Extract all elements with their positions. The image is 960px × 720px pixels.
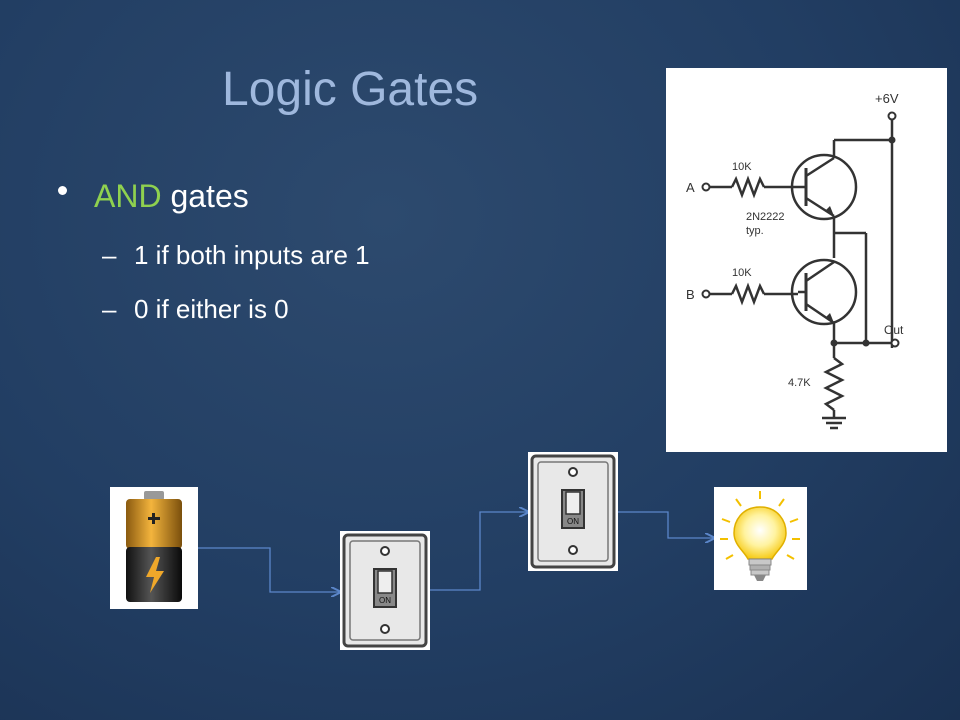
wire-battery-switch bbox=[198, 547, 340, 592]
and-keyword: AND bbox=[94, 178, 162, 214]
switch-1-image: ON bbox=[340, 531, 430, 650]
wire-switch-switch bbox=[430, 512, 528, 591]
bullet-dot bbox=[58, 186, 67, 195]
input-b-label: B bbox=[686, 287, 695, 302]
transistor-note-label: typ. bbox=[746, 225, 764, 237]
lightbulb-icon bbox=[720, 491, 800, 581]
switch-2-image: ON bbox=[528, 452, 618, 571]
supply-label: +6V bbox=[875, 91, 899, 106]
resistor-b-label: 10K bbox=[732, 267, 752, 279]
sub-bullet-2: –0 if either is 0 bbox=[102, 294, 289, 325]
slide-title: Logic Gates bbox=[222, 63, 479, 116]
sub-bullet-dash: – bbox=[102, 294, 117, 324]
switch-on-label: ON bbox=[379, 596, 391, 605]
battery-image bbox=[110, 487, 198, 609]
circuit-schematic: +6V A B 10K 10K 2N2222 typ. Out 4.7K bbox=[666, 68, 947, 452]
schematic-drawing: +6V A B 10K 10K 2N2222 typ. Out 4.7K bbox=[686, 91, 904, 430]
resistor-a-label: 10K bbox=[732, 161, 752, 173]
transistor-part-label: 2N2222 bbox=[746, 211, 785, 223]
sub-bullet-1: –1 if both inputs are 1 bbox=[102, 240, 370, 271]
bullet-rest: gates bbox=[161, 178, 249, 214]
switch-icon: ON bbox=[342, 533, 428, 648]
bullet-text: AND gates bbox=[94, 178, 249, 215]
sub-bullet-text: 0 if either is 0 bbox=[134, 294, 289, 324]
sub-bullet-text: 1 if both inputs are 1 bbox=[134, 240, 370, 270]
input-a-label: A bbox=[686, 180, 695, 195]
battery-icon bbox=[126, 491, 182, 602]
sub-bullet-dash: – bbox=[102, 240, 117, 270]
wire-switch-bulb bbox=[618, 511, 714, 538]
output-label: Out bbox=[884, 323, 904, 337]
switch-on-label: ON bbox=[567, 517, 579, 526]
load-resistor-label: 4.7K bbox=[788, 377, 811, 389]
switch-icon: ON bbox=[530, 454, 616, 569]
lightbulb-image bbox=[714, 487, 807, 590]
